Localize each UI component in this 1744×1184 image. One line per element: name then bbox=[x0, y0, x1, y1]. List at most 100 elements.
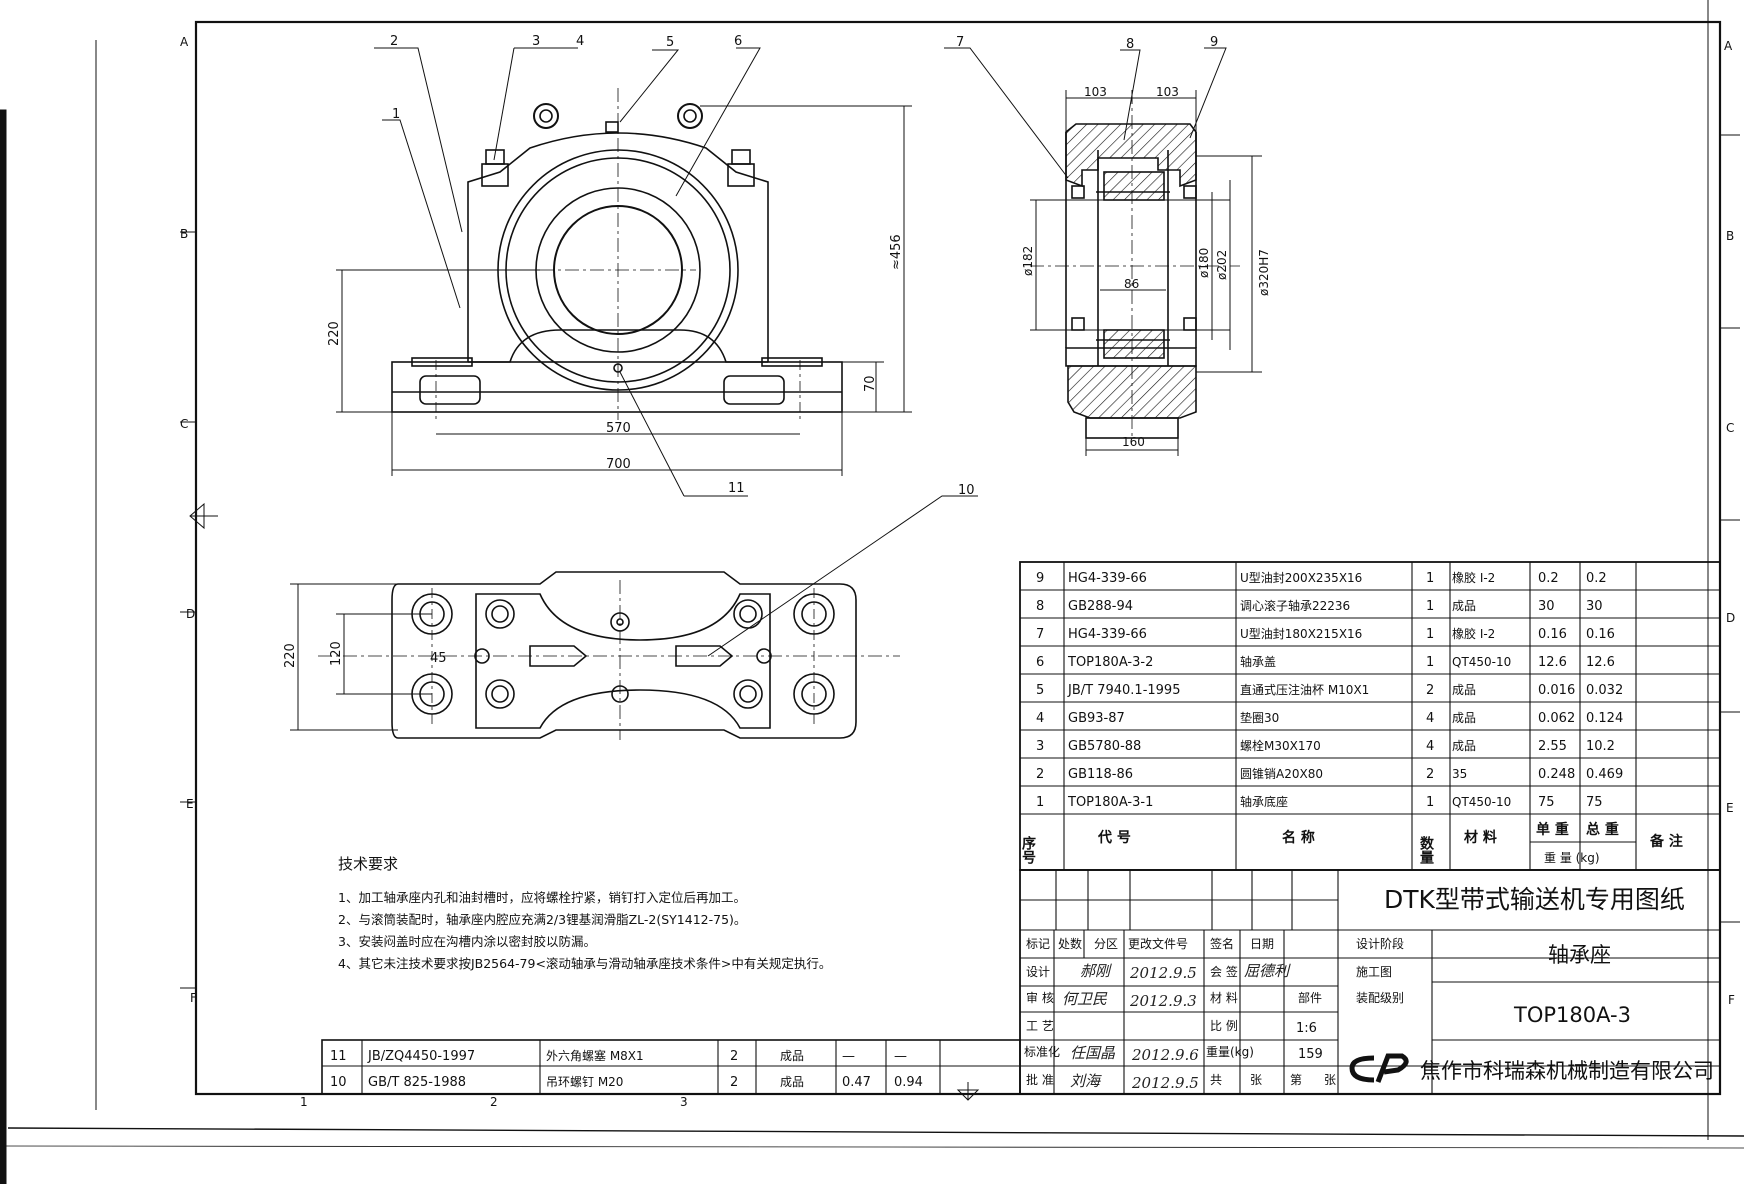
parts-cell-unit: 2.55 bbox=[1538, 739, 1567, 754]
val-weight: 159 bbox=[1298, 1047, 1323, 1062]
parts-cell-code: GB93-87 bbox=[1068, 711, 1125, 726]
parts-cell-total: 0.032 bbox=[1586, 683, 1623, 698]
front-view-labels: 2 1 3 4 5 6 11 700 570 220 70 ≈456 bbox=[327, 34, 904, 496]
zone-e-left: E bbox=[186, 797, 194, 811]
parts-cell-qty: 1 bbox=[1426, 599, 1434, 614]
sig-review-date: 2012.9.3 bbox=[1129, 992, 1197, 1010]
hdr-no: 序号 bbox=[1020, 835, 1036, 865]
parts-cell-total: 30 bbox=[1586, 599, 1603, 614]
lbl-construct: 施工图 bbox=[1356, 965, 1392, 979]
parts-cell-mat: QT450-10 bbox=[1452, 655, 1511, 669]
parts-cell-name: U型油封180X215X16 bbox=[1240, 627, 1362, 641]
parts-cell-unit: 0.248 bbox=[1538, 767, 1575, 782]
technical-requirements: 技术要求 1、加工轴承座内孔和油封槽时，应将螺栓拧紧，销钉打入定位后再加工。 2… bbox=[338, 853, 958, 975]
dim-220-plan: 220 bbox=[283, 643, 298, 668]
callout-5: 5 bbox=[666, 35, 674, 50]
parts-cell-no: 4 bbox=[1036, 711, 1044, 726]
parts-cell-code: GB118-86 bbox=[1068, 767, 1133, 782]
lbl-page: 第 bbox=[1290, 1073, 1302, 1087]
hdr-qty: 数量 bbox=[1418, 835, 1434, 865]
parts-cell-unit: 0.062 bbox=[1538, 711, 1575, 726]
dim-220-front: 220 bbox=[327, 321, 342, 346]
section-view bbox=[944, 47, 1262, 456]
parts-cell-name: 轴承底座 bbox=[1240, 794, 1288, 809]
callout-8: 8 bbox=[1126, 37, 1134, 52]
lbl-weight: 重量(kg) bbox=[1206, 1045, 1254, 1059]
zone-f-left: F bbox=[190, 991, 197, 1005]
zone-e-right: E bbox=[1726, 801, 1734, 815]
dim-d180: ø180 bbox=[1197, 248, 1211, 278]
lower-cell-unit: — bbox=[842, 1049, 855, 1064]
company-name: 焦作市科瑞森机械制造有限公司 bbox=[1420, 1059, 1714, 1083]
part-name: 轴承座 bbox=[1548, 943, 1611, 967]
dim-d182: ø182 bbox=[1021, 246, 1035, 276]
hdr-name: 名 称 bbox=[1282, 829, 1315, 846]
zone-a-left: A bbox=[180, 35, 189, 49]
lbl-review: 审 核 bbox=[1026, 990, 1054, 1005]
zone-b-left: B bbox=[180, 227, 188, 241]
parts-cell-no: 1 bbox=[1036, 795, 1044, 810]
zone-c-left: C bbox=[180, 417, 188, 431]
parts-cell-code: GB5780-88 bbox=[1068, 739, 1141, 754]
lower-cell-mat: 成品 bbox=[780, 1075, 804, 1089]
lower-cell-total: — bbox=[894, 1049, 907, 1064]
lower-cell-no: 11 bbox=[330, 1049, 347, 1064]
parts-cell-total: 0.2 bbox=[1586, 571, 1607, 586]
parts-cell-no: 8 bbox=[1036, 599, 1044, 614]
zone-d-left: D bbox=[186, 607, 195, 621]
section-view-labels: 7 8 9 103 103 ø182 ø180 ø202 ø320H7 86 1… bbox=[956, 35, 1271, 449]
parts-cell-mat: 橡胶 I-2 bbox=[1452, 570, 1495, 585]
callout-1: 1 bbox=[392, 107, 400, 122]
dim-160: 160 bbox=[1122, 435, 1145, 449]
parts-cell-code: TOP180A-3-2 bbox=[1067, 655, 1153, 670]
col-3: 3 bbox=[680, 1095, 688, 1109]
hdr-code: 代 号 bbox=[1097, 829, 1131, 846]
sig-std-date: 2012.9.6 bbox=[1131, 1046, 1199, 1064]
tech-req-heading: 技术要求 bbox=[338, 855, 399, 873]
zone-f-right: F bbox=[1728, 993, 1735, 1007]
parts-cell-unit: 0.016 bbox=[1538, 683, 1575, 698]
zone-c-right: C bbox=[1726, 421, 1734, 435]
lower-cell-no: 10 bbox=[330, 1075, 347, 1090]
col-1: 1 bbox=[300, 1095, 308, 1109]
val-scale: 1:6 bbox=[1296, 1021, 1317, 1036]
lower-cell-qty: 2 bbox=[730, 1075, 738, 1090]
parts-cell-mat: QT450-10 bbox=[1452, 795, 1511, 809]
callout-3: 3 bbox=[532, 34, 540, 49]
parts-cell-unit: 30 bbox=[1538, 599, 1555, 614]
lbl-craft: 工 艺 bbox=[1026, 1019, 1054, 1033]
title-block bbox=[1019, 869, 1721, 1095]
parts-cell-qty: 1 bbox=[1426, 795, 1434, 810]
dim-70: 70 bbox=[863, 375, 878, 392]
dim-456: ≈456 bbox=[889, 234, 904, 270]
lbl-sign: 签名 bbox=[1210, 936, 1234, 951]
title-block-text: DTK型带式输送机专用图纸 轴承座 TOP180A-3 焦作市科瑞森机械制造有限… bbox=[1024, 885, 1714, 1092]
hdr-unit: 单 重 bbox=[1536, 821, 1569, 838]
plan-view-labels: 10 220 120 45 bbox=[283, 483, 975, 668]
parts-cell-name: 调心滚子轴承22236 bbox=[1240, 598, 1350, 613]
parts-cell-qty: 1 bbox=[1426, 627, 1434, 642]
parts-cell-total: 0.469 bbox=[1586, 767, 1623, 782]
parts-cell-qty: 2 bbox=[1426, 683, 1434, 698]
lower-cell-code: GB/T 825-1988 bbox=[368, 1075, 466, 1090]
callout-9: 9 bbox=[1210, 35, 1218, 50]
sig-approve-name: 刘海 bbox=[1070, 1072, 1102, 1090]
dim-86: 86 bbox=[1124, 277, 1139, 291]
crs-logo bbox=[1349, 1053, 1409, 1083]
parts-cell-name: 螺栓M30X170 bbox=[1240, 738, 1321, 753]
sig-approve-date: 2012.9.5 bbox=[1131, 1074, 1199, 1092]
parts-cell-no: 6 bbox=[1036, 655, 1044, 670]
lower-cell-total: 0.94 bbox=[894, 1075, 923, 1090]
lbl-sheets-total: 共 bbox=[1210, 1073, 1222, 1087]
parts-cell-no: 9 bbox=[1036, 571, 1044, 586]
callout-11: 11 bbox=[728, 481, 745, 496]
hdr-total: 总 重 bbox=[1586, 821, 1619, 838]
parts-cell-no: 7 bbox=[1036, 627, 1044, 642]
tech-req-item-2: 2、与滚筒装配时，轴承座内腔应充满2/3锂基润滑脂ZL-2(SY1412-75)… bbox=[338, 912, 747, 927]
callout-4: 4 bbox=[576, 34, 584, 49]
col-2: 2 bbox=[490, 1095, 498, 1109]
